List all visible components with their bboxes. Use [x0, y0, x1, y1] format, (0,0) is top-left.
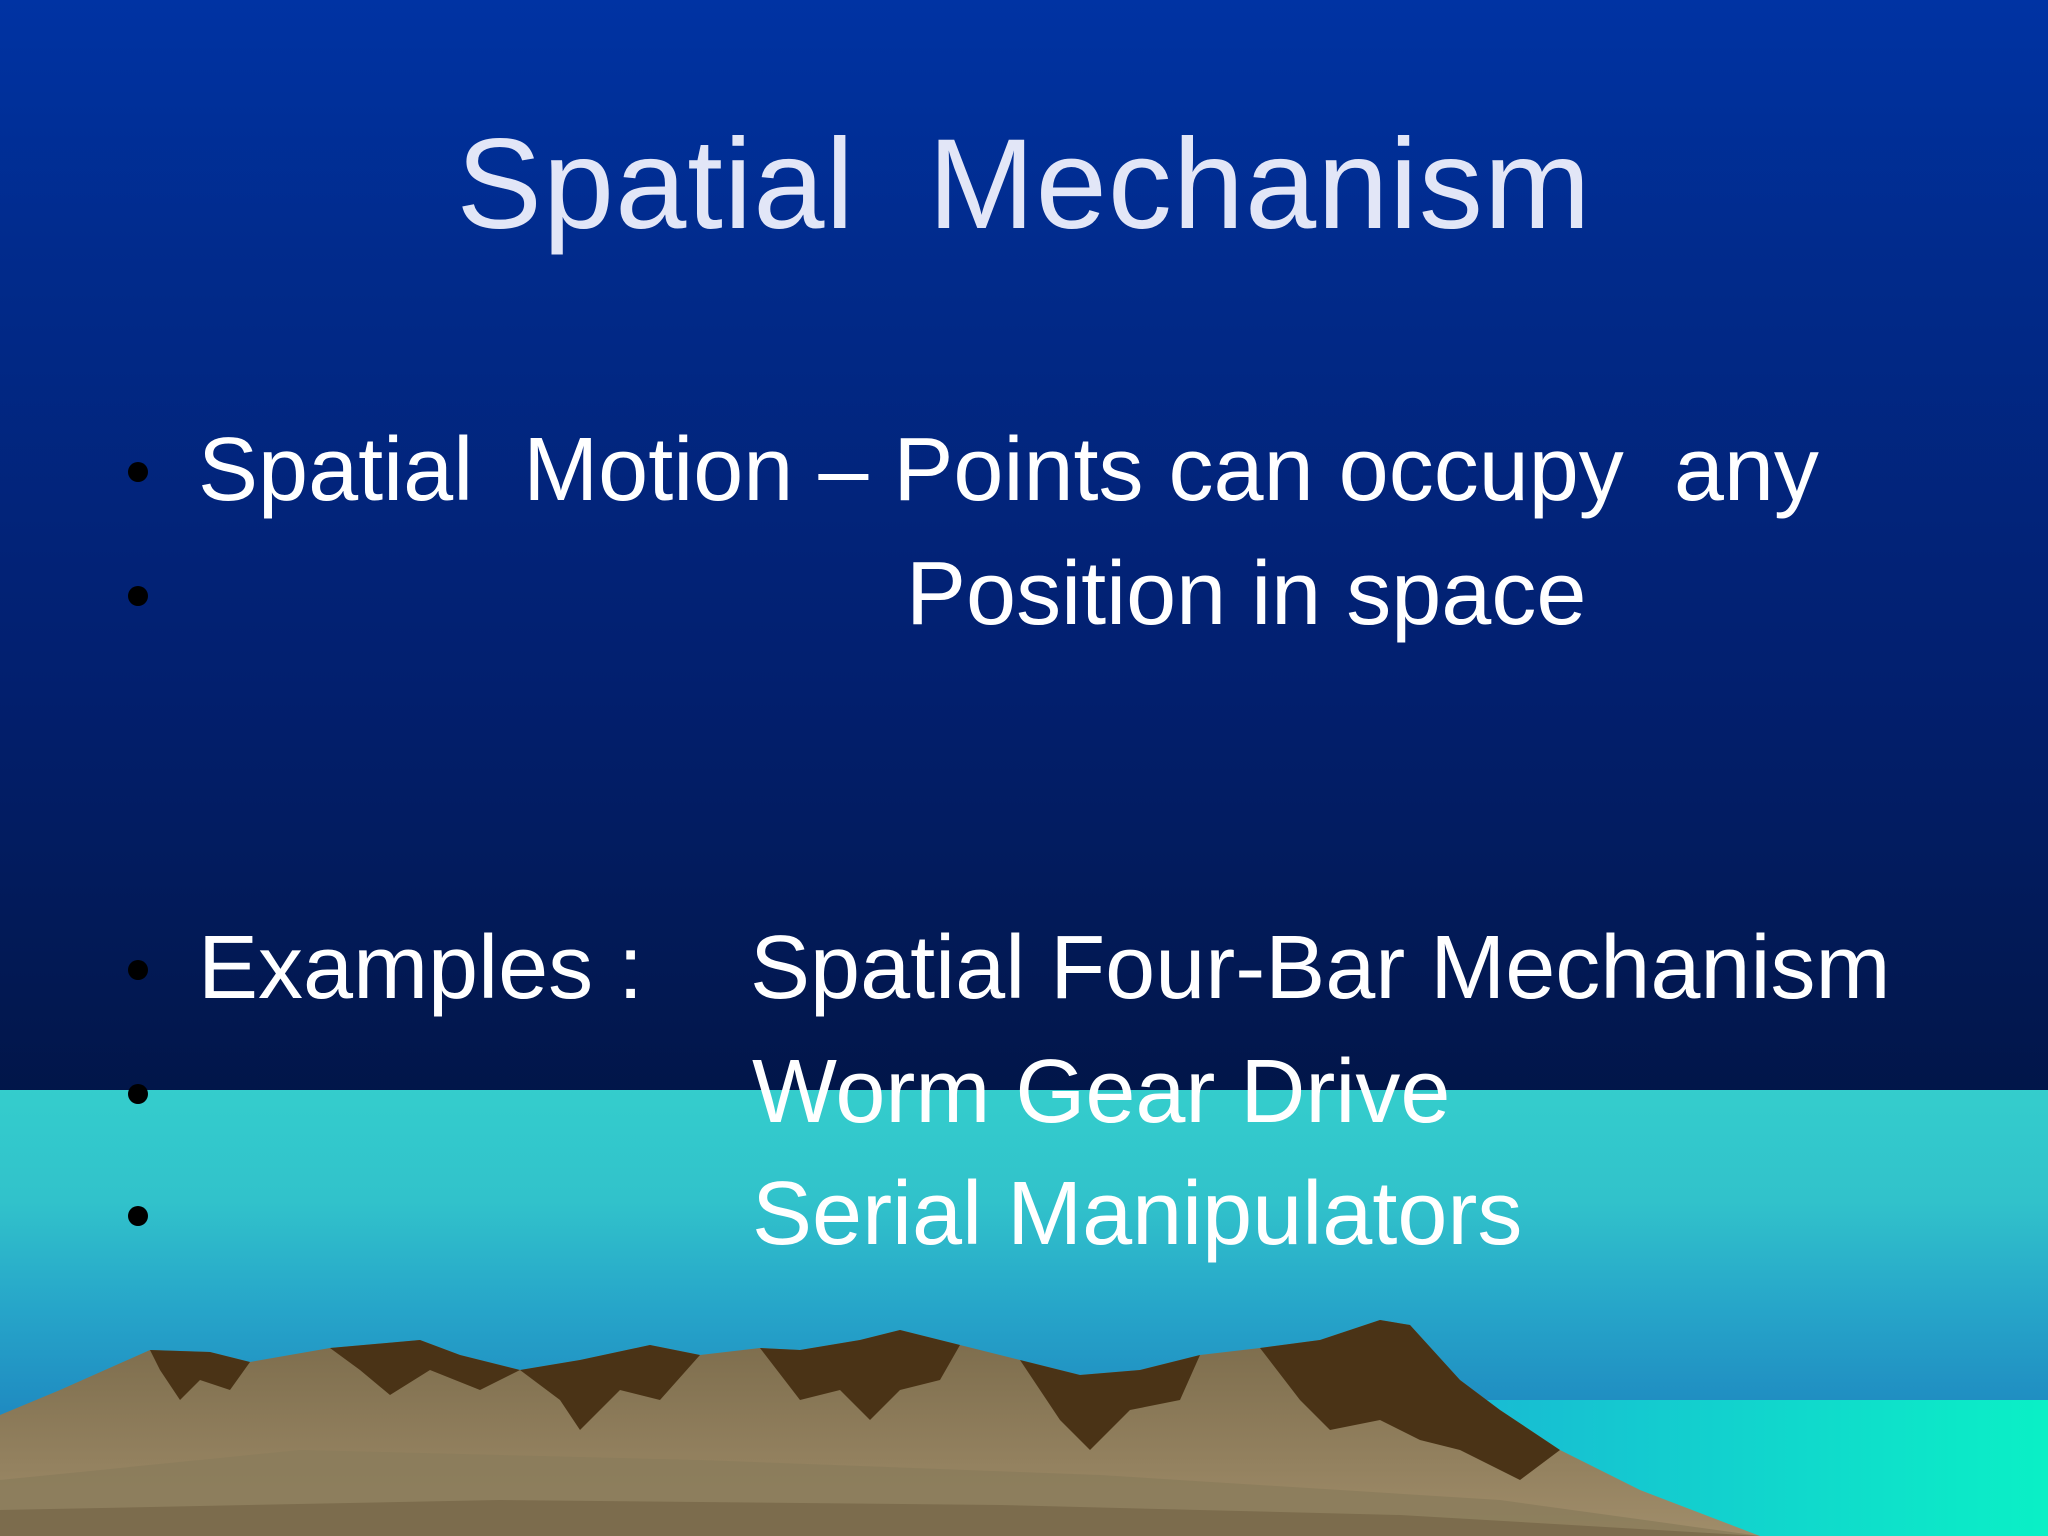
ridge-shadow-4: [760, 1330, 960, 1420]
bullet-text-spatial-motion: Spatial Motion – Points can occupy any: [198, 420, 1819, 520]
ridge-shadow-2: [330, 1340, 520, 1395]
ridge-shadow-3: [520, 1345, 700, 1430]
example-serial-manipulators: Serial Manipulators: [752, 1164, 1523, 1264]
bullet-text-position-in-space: Position in space: [906, 544, 1587, 644]
bullet-dot: [128, 462, 148, 482]
ridge-shadow-1: [150, 1350, 250, 1400]
ridge-shadow-5: [1020, 1355, 1200, 1450]
examples-label: Examples :: [198, 918, 644, 1018]
bullet-dot: [128, 960, 148, 980]
shoreline-water: [1450, 1400, 2048, 1536]
bullet-dot: [128, 1084, 148, 1104]
bullet-dot: [128, 1206, 148, 1226]
example-worm-gear-drive: Worm Gear Drive: [752, 1042, 1451, 1142]
mountain-landscape: [0, 1320, 2048, 1536]
bullet-dot: [128, 586, 148, 606]
example-spatial-four-bar: Spatial Four-Bar Mechanism: [750, 918, 1891, 1018]
ridge-shadow-6: [1260, 1320, 1560, 1480]
slide-title: Spatial Mechanism: [456, 113, 1592, 256]
land-foreground: [0, 1500, 1760, 1536]
